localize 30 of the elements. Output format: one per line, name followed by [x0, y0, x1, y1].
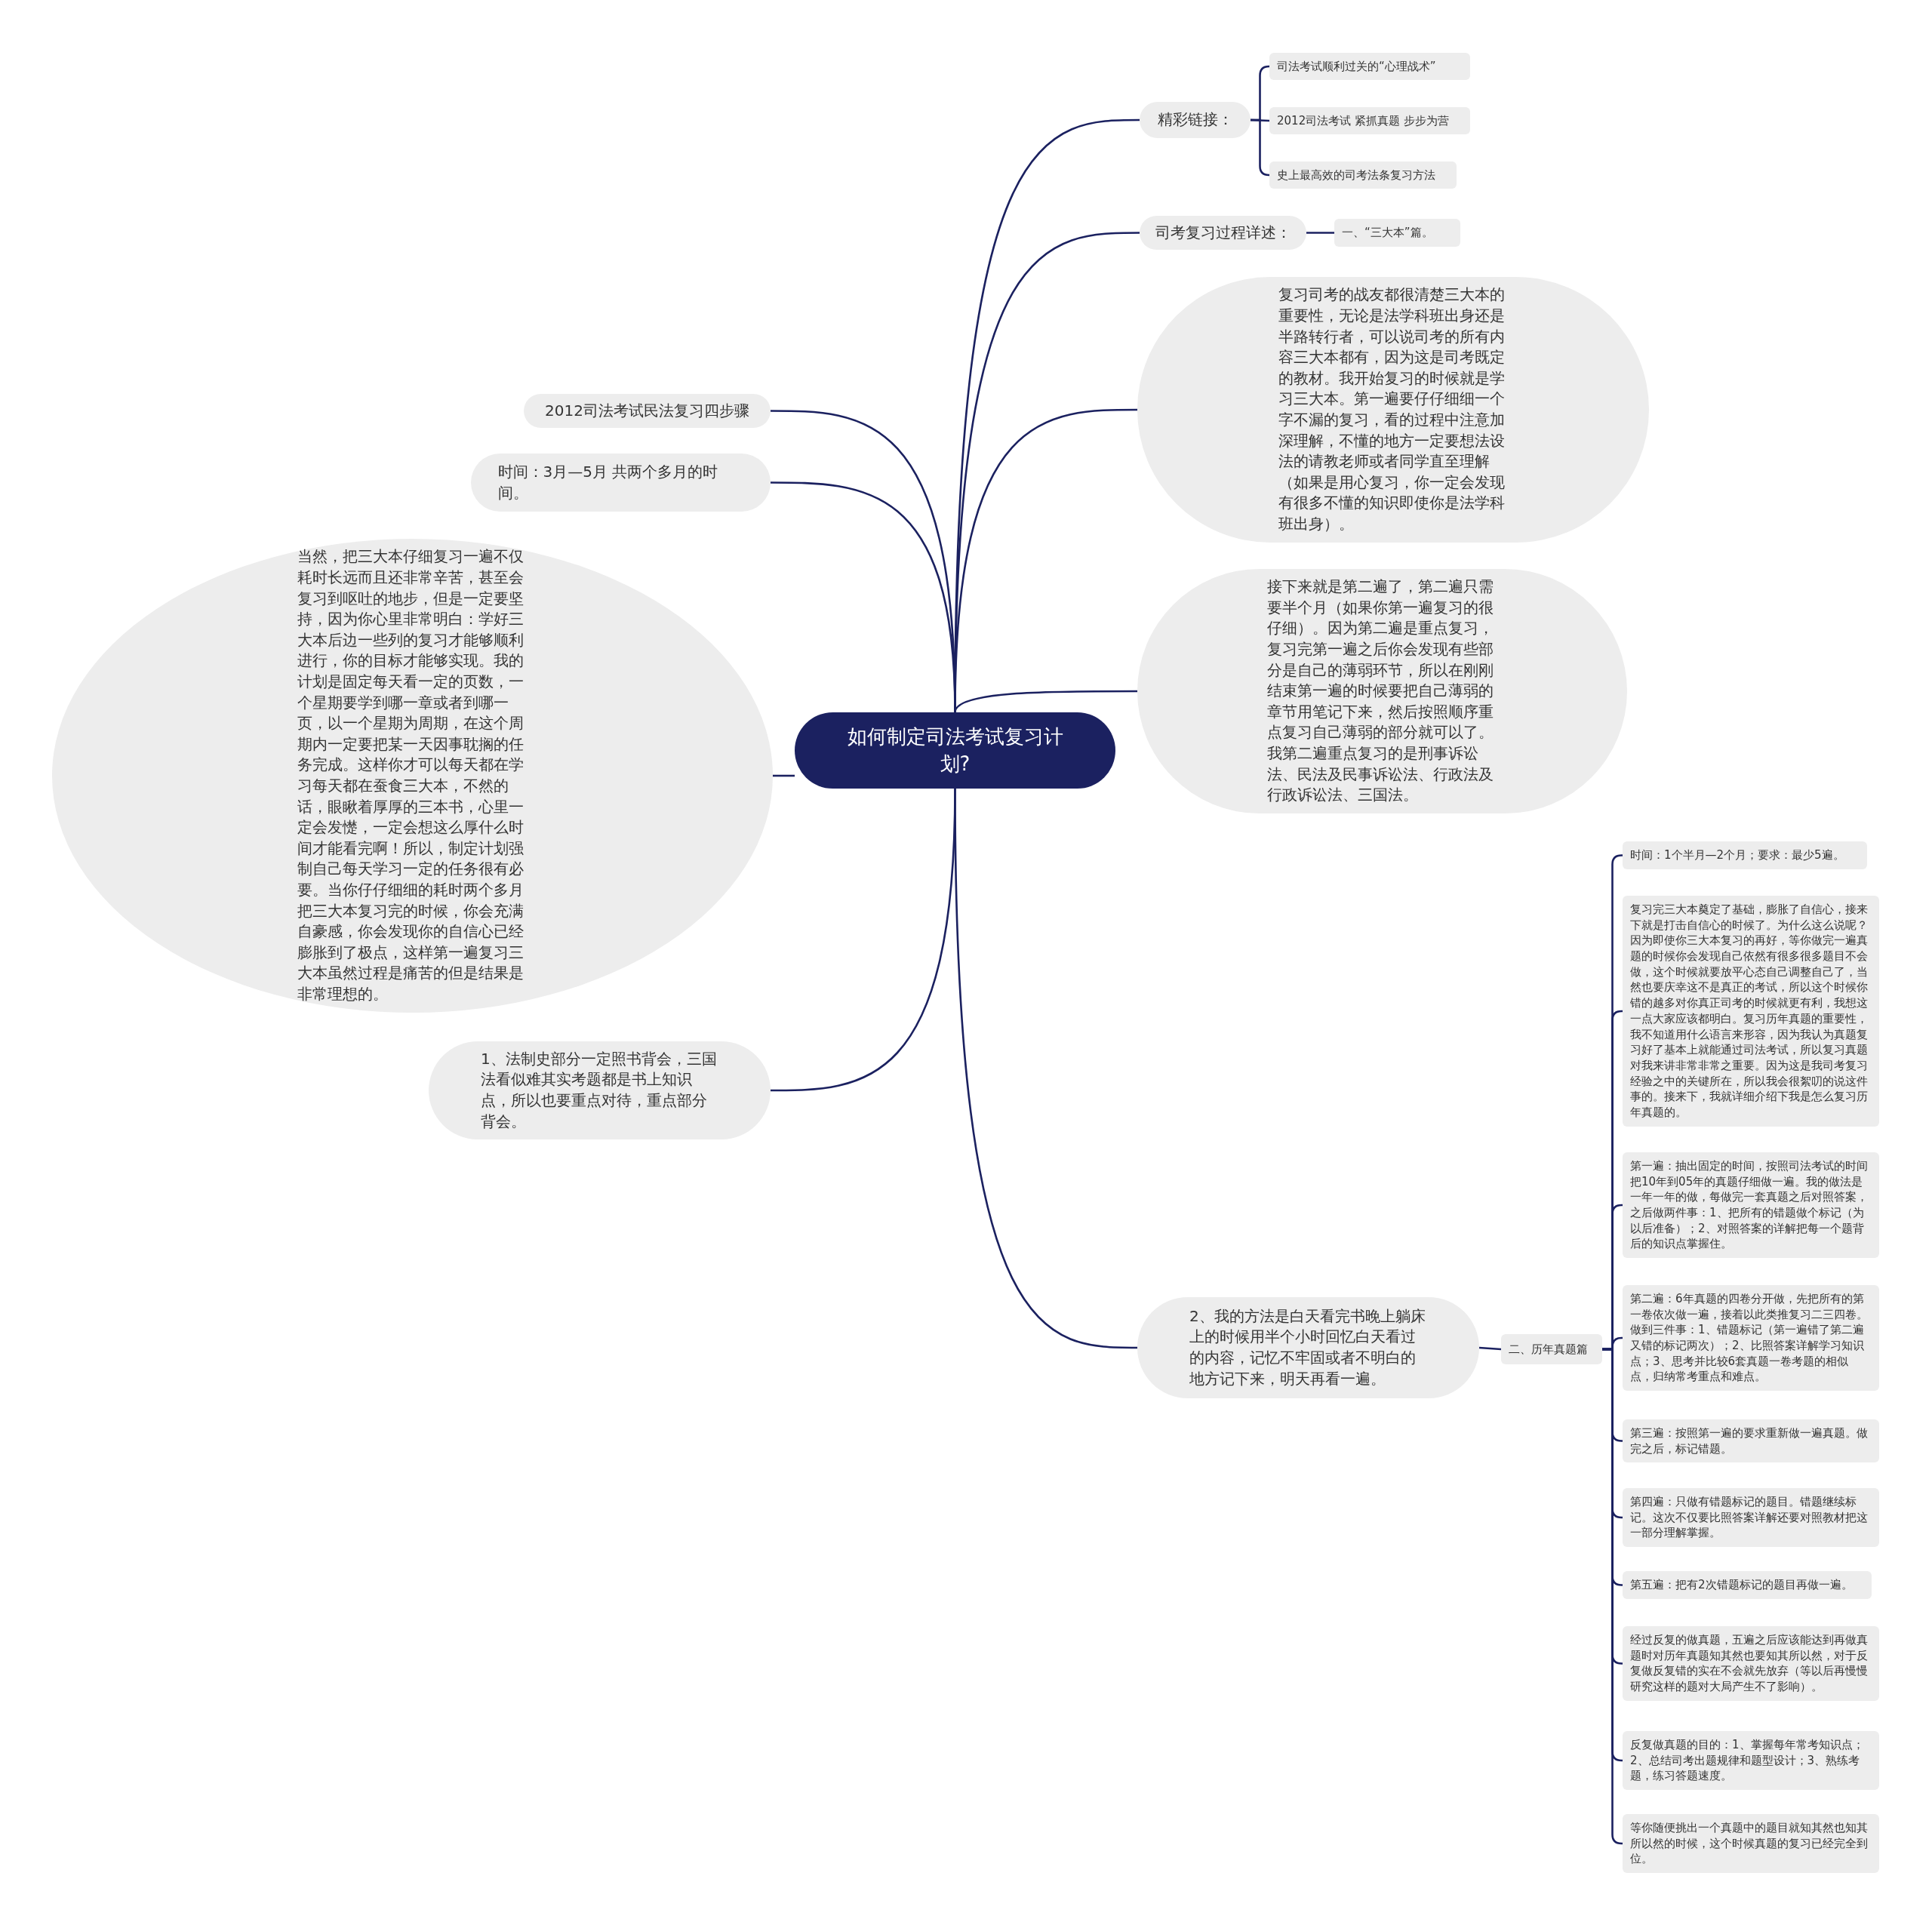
topic-bubble: 2、我的方法是白天看完书晚上躺床上的时候用半个小时回忆白天看过的内容，记忆不牢固或者不明白的地方记下来，明天再看一遍。: [1137, 1297, 1479, 1398]
topic-bubble: 司考复习过程详述：: [1140, 216, 1306, 250]
text-bubble: 复习司考的战友都很清楚三大本的重要性，无论是法学科班出身还是半路转行者，可以说司考的所有内容三大本都有，因为这是司考既定的教材。我开始复习的时候就是学习三大本。第一遍要仔仔细细一个字不漏的复习，看的过程中注意加深理解，不懂的地方一定要想法设法的请教老师或者同学直至理解（如果是用心复习，你一定会发现有很多不懂的知识即使你是法学科班出身）。: [1137, 277, 1649, 543]
topic-bubble: 精彩链接：: [1140, 102, 1251, 138]
connector-line: [1251, 118, 1270, 177]
connector-line: [773, 774, 795, 777]
text-bubble: 当然，把三大本仔细复习一遍不仅耗时长远而且还非常辛苦，甚至会复习到呕吐的地步，但是一定要坚持，因为你心里非常明白：学好三大本后边一些列的复习才能够顺利进行，你的目标才能够实现。我的计划是固定每天看一定的页数，一个星期要学到哪一章或者到哪一页，以一个星期为周期，在这个周期内一定要把某一天因事耽搁的任务完成。这样你才可以每天都在学习每天都在蚕食三大本，不然的话，眼瞅着厚厚的三本书，心里一定会发憷，一定会想这么厚什么时间才能看完啊！所以，制定计划强制自己每天学习一定的任务很有必要。当你仔仔细细的耗时两个多月把三大本复习完的时候，你会充满自豪感，你会发现你的自信心已经膨胀到了极点，这样第一遍复习三大本虽然过程是痛苦的但是结果是非常理想的。: [52, 539, 773, 1013]
note-card: 反复做真题的目的：1、掌握每年常考知识点；2、总结司考出题规律和题型设计；3、熟练考题，练习答题速度。: [1623, 1731, 1879, 1791]
subtopic-label: 一、“三大本”篇。: [1334, 219, 1460, 247]
connector-line: [1478, 1346, 1502, 1351]
topic-bubble: 2012司法考试民法复习四步骤: [524, 394, 771, 428]
note-card: 时间：1个半月—2个月；要求：最少5遍。: [1623, 841, 1867, 869]
topic-bubble: 时间：3月—5月 共两个多月的时间。: [471, 454, 771, 512]
note-card: 复习完三大本奠定了基础，膨胀了自信心，接来下就是打击自信心的时候了。为什么这么说呢？因为即使你三大本复习的再好，等你做完一遍真题的时候你会发现自己依然有很多很多题目不会做，这个时候就要放平心态自己调整自己了，当然也要庆幸这不是真正的考试，所以这个时候你错的越多对你真正司考的时候就更有利，我想这一点大家应该都明白。复习历年真题的重要性，我不知道用什么语言来形容，因为我认为真题复习好了基本上就能通过司法考试，所以复习真题对我来讲非常非常之重要。因为这是我司考复习经验之中的关键所在，所以我会很絮叨的说这件事的。接来下，我就详细介绍下我是怎么复习历年真题的。: [1623, 896, 1879, 1127]
subtopic-label: 二、历年真题篇: [1501, 1334, 1602, 1364]
note-card: 第四遍：只做有错题标记的题目。错题继续标记。这次不仅要比照答案详解还要对照教材把这一部分理解掌握。: [1623, 1488, 1879, 1548]
note-card: 等你随便挑出一个真题中的题目就知其然也知其所以然的时候，这个时候真题的复习已经完全到位。: [1623, 1814, 1879, 1874]
topic-bubble: 1、法制史部分一定照书背会，三国法看似难其实考题都是书上知识点，所以也要重点对待，重点部分背会。: [429, 1041, 771, 1139]
subtopic-label: 2012司法考试 紧抓真题 步步为营: [1269, 107, 1470, 134]
subtopic-label: 史上最高效的司考法条复习方法: [1269, 161, 1457, 189]
connector-line: [771, 788, 956, 1092]
central-topic: 如何制定司法考试复习计划?: [795, 712, 1115, 789]
note-card: 第五遍：把有2次错题标记的题目再做一遍。: [1623, 1571, 1872, 1599]
note-card: 第一遍：抽出固定的时间，按照司法考试的时间把10年到05年的真题仔细做一遍。我的做法是一年一年的做，每做完一套真题之后对照答案，之后做两件事：1、把所有的错题做个标记（为以后准备）；2、对照答案的详解把每一个题背后的知识点掌握住。: [1623, 1152, 1879, 1259]
note-card: 第二遍：6年真题的四卷分开做，先把所有的第一卷依次做一遍，接着以此类推复习二三四卷。做到三件事：1、错题标记（第一遍错了第二遍又错的标记两次）；2、比照答案详解学习知识点；3、思考并比较6套真题一卷考题的相似点，归纳常考重点和难点。: [1623, 1285, 1879, 1391]
note-card: 经过反复的做真题，五遍之后应该能达到再做真题时对历年真题知其然也要知其所以然，对于反复做反复错的实在不会就先放弃（等以后再慢慢研究这样的题对大局产生不了影响）。: [1623, 1626, 1879, 1701]
connector-line: [1306, 232, 1334, 234]
text-bubble: 接下来就是第二遍了，第二遍只需要半个月（如果你第一遍复习的很仔细）。因为第二遍是重点复习，复习完第一遍之后你会发现有些部分是自己的薄弱环节，所以在刚刚结束第一遍的时候要把自己薄弱的章节用笔记下来，然后按照顺序重点复习自己薄弱的部分就可以了。我第二遍重点复习的是刑事诉讼法、民法及民事诉讼法、行政法及行政诉讼法、三国法。: [1137, 569, 1627, 813]
note-card: 第三遍：按照第一遍的要求重新做一遍真题。做完之后，标记错题。: [1623, 1419, 1879, 1463]
subtopic-label: 司法考试顺利过关的“心理战术”: [1269, 53, 1470, 80]
